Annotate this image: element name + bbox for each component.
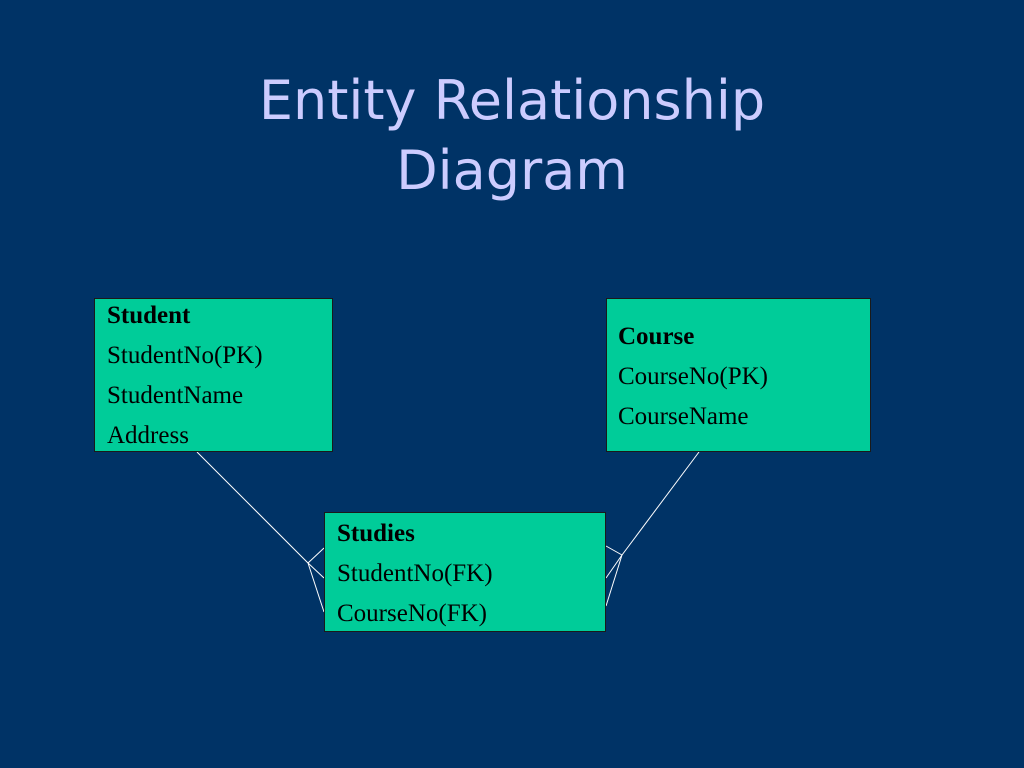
entity-course-attribute: CourseName — [618, 403, 749, 430]
course-studies-connector — [621, 451, 700, 556]
entity-studies-name: Studies — [337, 520, 415, 547]
student-studies-crowfoot-middle — [307, 562, 325, 579]
course-studies-crowfoot-upper — [605, 545, 623, 556]
entity-course: Course CourseNo(PK) CourseName — [606, 298, 871, 452]
student-studies-connector — [196, 451, 309, 564]
entity-course-attribute: CourseNo(PK) — [618, 363, 768, 390]
entity-studies-attribute: CourseNo(FK) — [337, 600, 487, 627]
student-studies-crowfoot-lower — [307, 562, 325, 613]
slide-title: Entity Relationship Diagram — [0, 66, 1024, 206]
course-studies-crowfoot-middle — [605, 554, 623, 579]
entity-studies: Studies StudentNo(FK) CourseNo(FK) — [324, 512, 606, 632]
student-studies-crowfoot-upper — [307, 547, 325, 564]
slide-title-line-1: Entity Relationship — [258, 69, 766, 132]
entity-student: Student StudentNo(PK) StudentName Addres… — [94, 298, 333, 452]
course-studies-crowfoot-lower — [605, 554, 623, 607]
entity-student-attribute: StudentNo(PK) — [107, 342, 263, 369]
slide-title-line-2: Diagram — [396, 139, 628, 202]
entity-course-name: Course — [618, 323, 695, 350]
entity-student-name: Student — [107, 302, 191, 329]
entity-studies-attribute: StudentNo(FK) — [337, 560, 493, 587]
entity-student-attribute: Address — [107, 422, 189, 449]
entity-student-attribute: StudentName — [107, 382, 244, 409]
